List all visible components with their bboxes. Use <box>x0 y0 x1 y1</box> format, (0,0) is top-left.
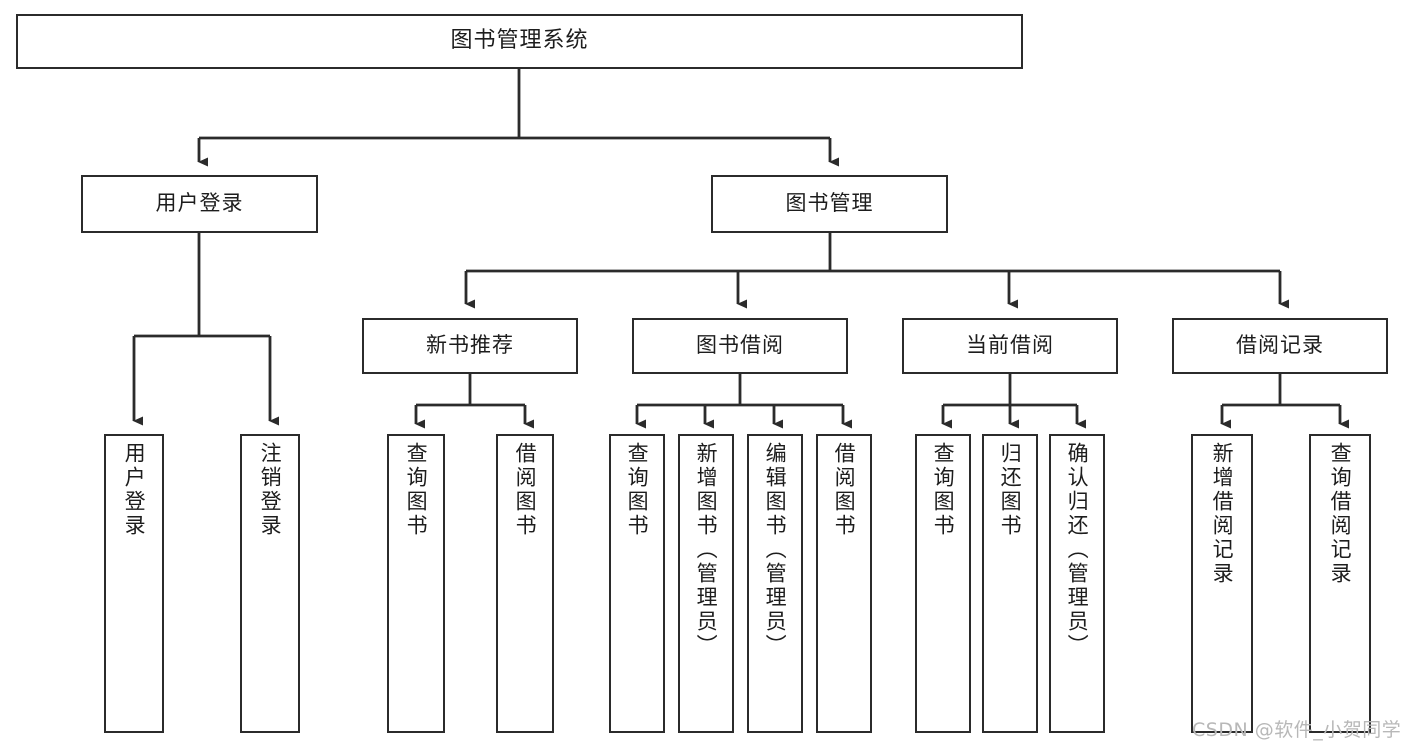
node-label: 图书管理 <box>785 191 874 216</box>
node-new-book-recommend[interactable]: 新书推荐 <box>362 318 578 374</box>
node-label: 图书借阅 <box>696 333 784 358</box>
node-current-borrow[interactable]: 当前借阅 <box>902 318 1118 374</box>
leaf-label: 查询图书 <box>625 442 650 538</box>
leaf-query-book-2[interactable]: 查询图书 <box>609 434 665 733</box>
node-label: 用户登录 <box>155 191 244 216</box>
node-label: 新书推荐 <box>426 333 514 358</box>
leaf-label: 借阅图书 <box>832 442 857 538</box>
leaf-label: 用户登录 <box>122 442 147 538</box>
leaf-label: 注销登录 <box>258 442 283 538</box>
node-user-login[interactable]: 用户登录 <box>81 175 318 233</box>
leaf-confirm-return[interactable]: 确认归还（管理员） <box>1049 434 1105 733</box>
leaf-query-book-1[interactable]: 查询图书 <box>387 434 445 733</box>
node-root-book-management-system[interactable]: 图书管理系统 <box>16 14 1023 69</box>
leaf-borrow-book-2[interactable]: 借阅图书 <box>816 434 872 733</box>
leaf-user-login[interactable]: 用户登录 <box>104 434 164 733</box>
node-label: 图书管理系统 <box>450 28 589 54</box>
node-book-manage[interactable]: 图书管理 <box>711 175 948 233</box>
leaf-query-record[interactable]: 查询借阅记录 <box>1309 434 1371 733</box>
node-book-borrow[interactable]: 图书借阅 <box>632 318 848 374</box>
leaf-add-record[interactable]: 新增借阅记录 <box>1191 434 1253 733</box>
csdn-watermark: CSDN @软件_小贺同学 <box>1192 719 1402 741</box>
leaf-label: 查询图书 <box>404 442 429 538</box>
node-label: 借阅记录 <box>1236 333 1324 358</box>
leaf-label: 编辑图书（管理员） <box>763 442 788 658</box>
leaf-label: 新增借阅记录 <box>1210 442 1235 586</box>
node-borrow-record[interactable]: 借阅记录 <box>1172 318 1388 374</box>
leaf-return-book[interactable]: 归还图书 <box>982 434 1038 733</box>
leaf-label: 查询借阅记录 <box>1328 442 1353 586</box>
leaf-add-book[interactable]: 新增图书（管理员） <box>678 434 734 733</box>
leaf-logout-login[interactable]: 注销登录 <box>240 434 300 733</box>
leaf-label: 借阅图书 <box>513 442 538 538</box>
leaf-query-book-3[interactable]: 查询图书 <box>915 434 971 733</box>
leaf-borrow-book-1[interactable]: 借阅图书 <box>496 434 554 733</box>
leaf-label: 归还图书 <box>998 442 1023 538</box>
leaf-label: 新增图书（管理员） <box>694 442 719 658</box>
node-label: 当前借阅 <box>966 333 1054 358</box>
leaf-edit-book[interactable]: 编辑图书（管理员） <box>747 434 803 733</box>
leaf-label: 查询图书 <box>931 442 956 538</box>
leaf-label: 确认归还（管理员） <box>1065 442 1090 658</box>
